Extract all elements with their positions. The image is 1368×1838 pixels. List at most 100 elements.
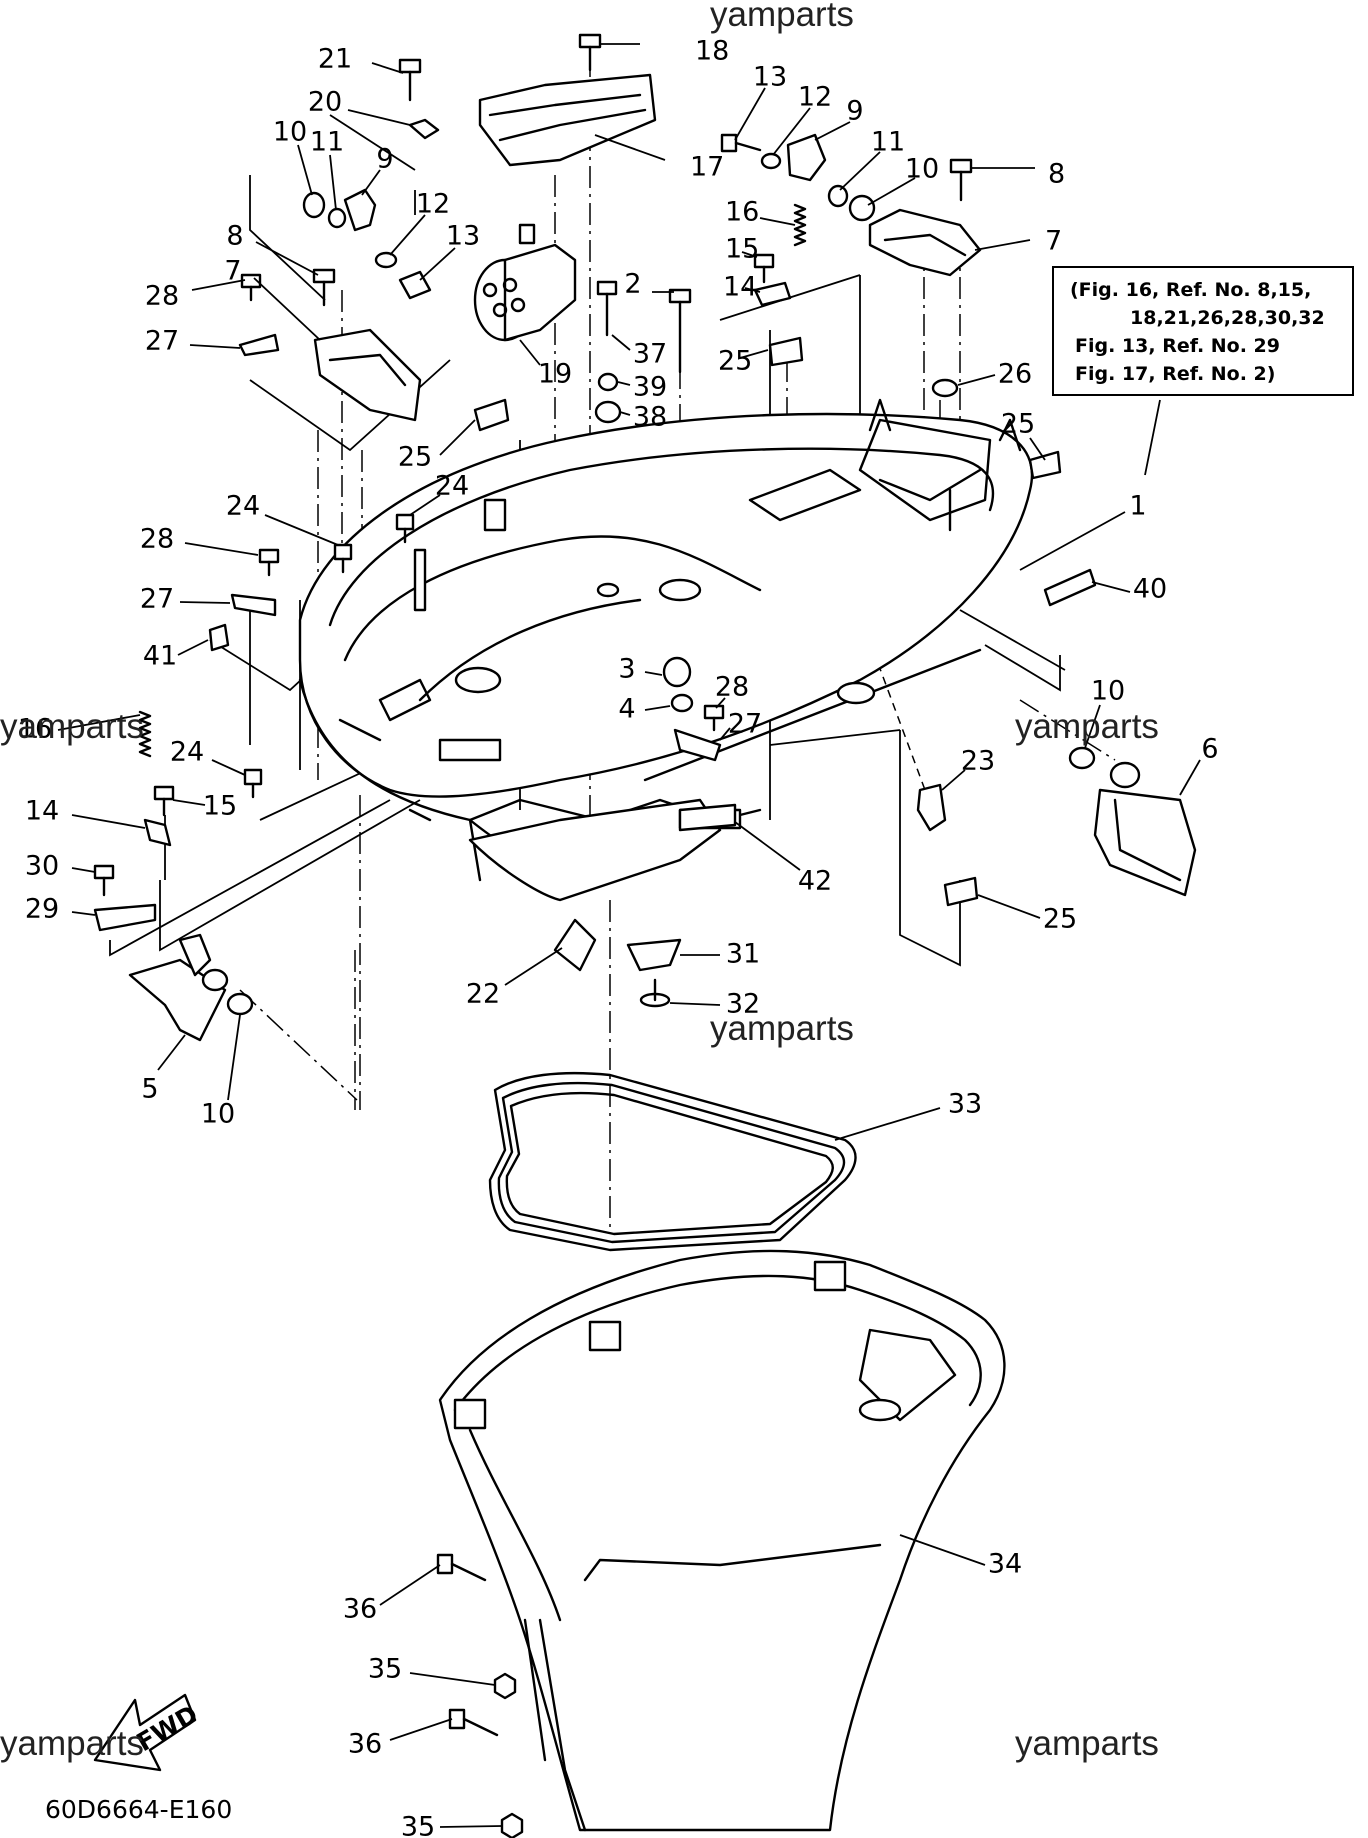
callout-label-7: 7 (1045, 226, 1062, 257)
bolt-15-a (753, 253, 775, 284)
leader-line-27 (719, 727, 731, 741)
top-cover-part-17 (478, 73, 657, 167)
lock-assembly-19 (473, 223, 577, 342)
callout-label-10: 10 (1091, 676, 1125, 707)
callout-label-11: 11 (310, 127, 344, 158)
callout-label-41: 41 (143, 641, 177, 672)
bolt-36-b (448, 1708, 499, 1737)
brackets-and-latches (93, 118, 1097, 932)
bolt-28-b (258, 548, 280, 577)
callout-label-23: 23 (961, 746, 995, 777)
bolt-28-c (703, 704, 725, 732)
callout-label-21: 21 (318, 44, 352, 75)
leader-line-5 (157, 1034, 186, 1071)
leader-line-38 (619, 411, 631, 416)
callout-label-11: 11 (871, 127, 905, 158)
callout-label-35: 35 (368, 1654, 402, 1685)
latch-bracket-7-right (868, 208, 982, 277)
callout-label-15: 15 (725, 234, 759, 265)
callout-leader-lines (57, 43, 1201, 1828)
leader-line-35 (409, 1672, 496, 1686)
leader-line-25 (1029, 437, 1046, 461)
bolt-37 (596, 280, 618, 337)
damper-25-c (1028, 450, 1062, 480)
leader-line-7 (974, 239, 1031, 251)
callout-label-14: 14 (25, 796, 59, 827)
callout-label-29: 29 (25, 894, 59, 925)
callout-label-28: 28 (140, 524, 174, 555)
callout-label-8: 8 (226, 221, 243, 252)
note-line-4: Fig. 17, Ref. No. 2) (1075, 363, 1275, 385)
label-41 (208, 623, 230, 652)
leader-line-41 (177, 639, 209, 656)
callout-label-13: 13 (753, 62, 787, 93)
callout-label-34: 34 (988, 1549, 1022, 1580)
callout-label-25: 25 (1001, 409, 1035, 440)
leader-line-12 (772, 107, 811, 156)
leader-line-27 (179, 601, 231, 604)
callout-label-24: 24 (170, 737, 204, 768)
bottom-cowling-34 (438, 1249, 1006, 1832)
callout-label-12: 12 (798, 82, 832, 113)
leader-line-22 (504, 947, 563, 986)
callout-label-37: 37 (633, 339, 667, 370)
plate-29 (93, 903, 157, 932)
reference-note-box: (Fig. 16, Ref. No. 8,15, 18,21,26,28,30,… (1052, 266, 1354, 476)
watermark-bottom-right: yamparts (1015, 1724, 1159, 1763)
leader-line-1 (1019, 511, 1126, 571)
bolt-18 (578, 33, 602, 72)
leader-line-3 (644, 671, 663, 676)
leader-line-9 (361, 169, 381, 196)
bottom-cowling-pan (298, 398, 1033, 902)
leader-line-32 (669, 1002, 721, 1006)
leader-line-28 (715, 697, 726, 709)
latch-bracket-7-left (313, 328, 422, 422)
callout-label-38: 38 (633, 402, 667, 433)
leader-line-29 (71, 911, 96, 916)
callout-label-5: 5 (141, 1074, 158, 1105)
clip-14-right (753, 281, 792, 307)
callout-label-16: 16 (725, 197, 759, 228)
callout-label-25: 25 (398, 442, 432, 473)
callout-label-39: 39 (633, 372, 667, 403)
callout-label-2: 2 (624, 269, 641, 300)
callout-label-28: 28 (715, 672, 749, 703)
callout-label-30: 30 (25, 851, 59, 882)
leader-line-10 (1084, 704, 1101, 749)
damper-25-b (768, 336, 804, 367)
callout-label-9: 9 (376, 144, 393, 175)
leader-line-42 (734, 821, 801, 871)
leader-line-21 (371, 62, 404, 74)
callout-label-36: 36 (343, 1594, 377, 1625)
leader-line-17 (594, 134, 666, 161)
leader-line-20 (347, 109, 411, 126)
fitting-23 (916, 783, 947, 832)
callout-label-17: 17 (690, 152, 724, 183)
leader-line-33 (834, 1107, 941, 1141)
springs (138, 203, 807, 758)
grommet-10-left (226, 992, 254, 1016)
leader-line-10 (227, 1014, 241, 1101)
leader-line-8 (255, 241, 319, 276)
bolt-36-a (436, 1553, 487, 1582)
damper-25-d (943, 876, 979, 907)
callout-label-27: 27 (140, 584, 174, 615)
latch-handle-6 (1093, 761, 1197, 897)
callout-label-1: 1 (1129, 491, 1146, 522)
bolt-28-a (240, 273, 262, 302)
collar-39 (597, 372, 619, 392)
callout-label-24: 24 (435, 471, 469, 502)
grommet-10-right (1068, 746, 1096, 770)
callout-label-15: 15 (203, 791, 237, 822)
grommet-26 (931, 378, 959, 398)
leader-line-40 (1091, 581, 1131, 593)
plate-27-a (238, 333, 280, 357)
callout-label-9: 9 (846, 96, 863, 127)
leader-line-7 (253, 277, 321, 341)
note-line-1: (Fig. 16, Ref. No. 8,15, (1070, 279, 1311, 301)
leader-line-39 (617, 381, 631, 386)
leader-line-28 (184, 542, 259, 556)
bolt-13-right (720, 133, 762, 153)
